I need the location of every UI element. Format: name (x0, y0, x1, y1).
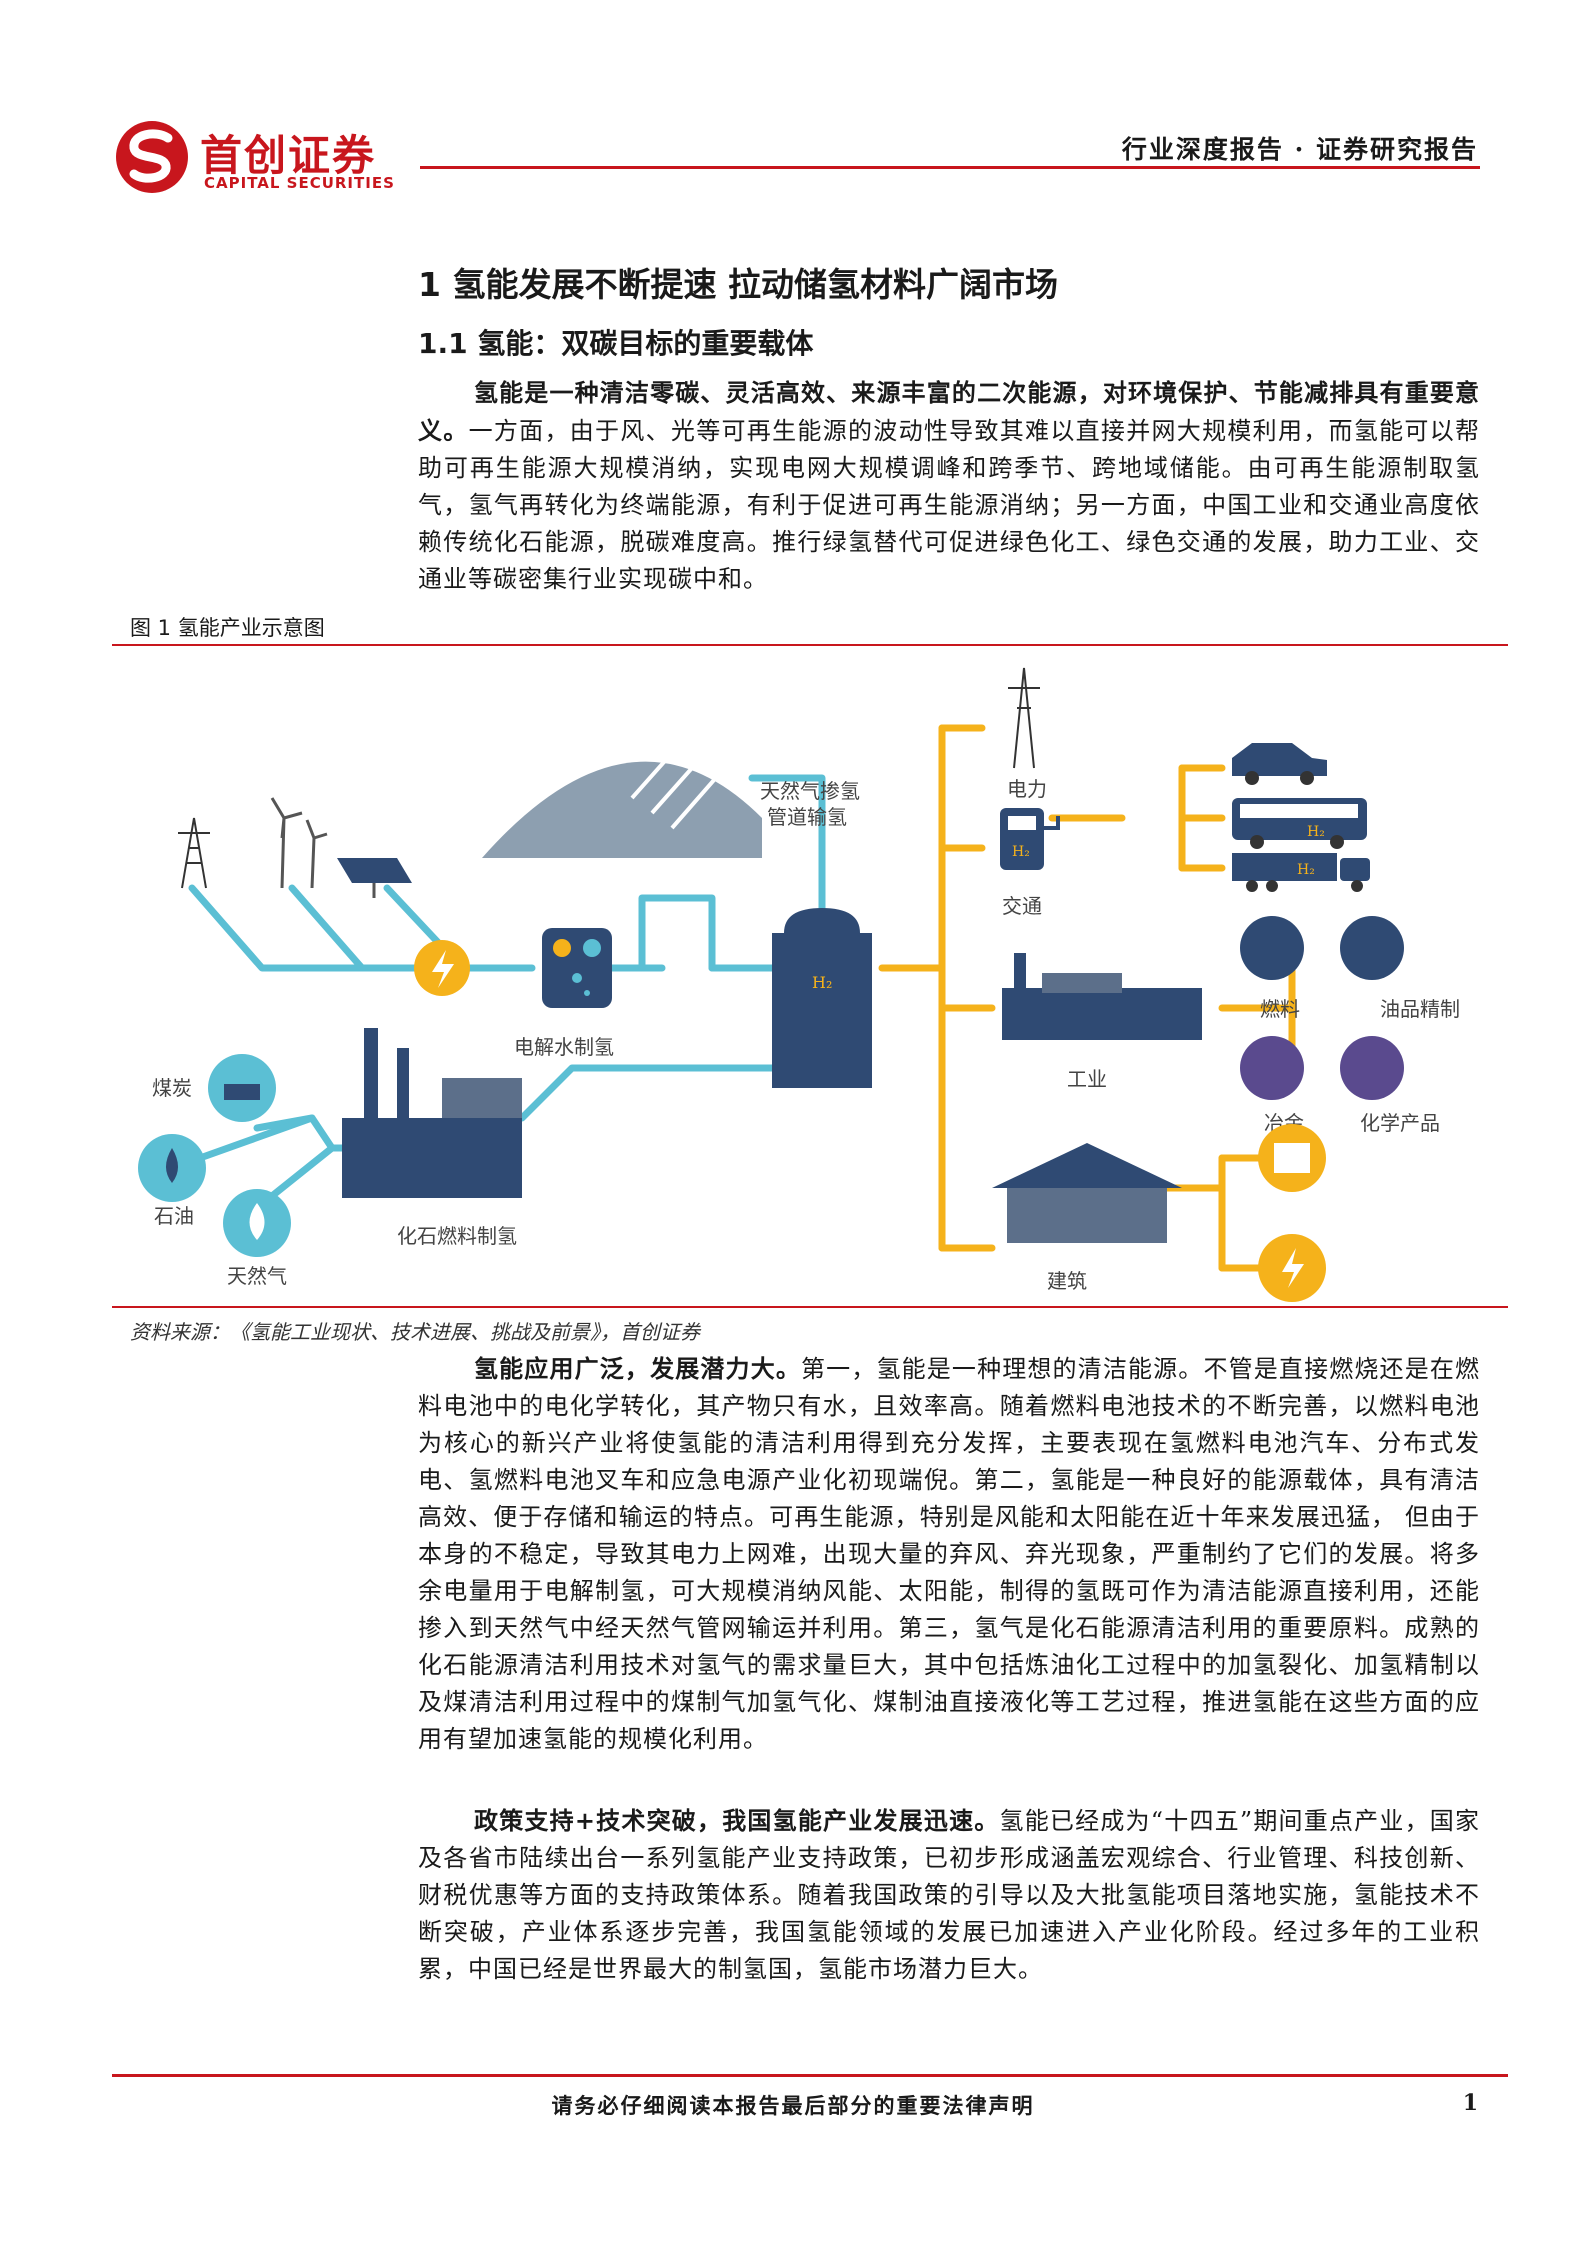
label-coal: 煤炭 (152, 1076, 192, 1100)
figure-top-rule (112, 644, 1508, 646)
label-building: 建筑 (1047, 1269, 1087, 1293)
solar-panel-icon (337, 858, 412, 898)
report-type: 行业深度报告 · 证券研究报告 (1121, 135, 1478, 164)
label-fuel: 燃料 (1260, 997, 1300, 1021)
figure-bottom-rule (112, 1306, 1508, 1308)
fuel-station-icon (1000, 808, 1060, 870)
header-rule (420, 166, 1480, 169)
paragraph-3-body: 氢能已经成为“十四五”期间重点产业，国家及各省市陆续出台一系列氢能产业支持政策，… (418, 1807, 1481, 1983)
tank-h2-label: H₂ (812, 973, 832, 992)
label-oil: 石油 (154, 1204, 194, 1228)
logo-text-en: CAPITAL SECURITIES (204, 174, 395, 192)
power-tower-icon (1008, 667, 1040, 769)
figure-caption: 图 1 氢能产业示意图 (130, 616, 325, 640)
building-icon (992, 1143, 1182, 1243)
gas-pipeline-dome (482, 761, 762, 858)
station-h2-label: H₂ (1012, 844, 1030, 860)
metallurgy-icon (1240, 1036, 1304, 1100)
paragraph-3: 政策支持+技术突破，我国氢能产业发展迅速。氢能已经成为“十四五”期间重点产业，国… (418, 1802, 1480, 1988)
paragraph-2: 氢能应用广泛，发展潜力大。第一，氢能是一种理想的清洁能源。不管是直接燃烧还是在燃… (418, 1350, 1480, 1758)
page-number: 1 (1462, 2090, 1478, 2116)
logo-mark-icon (116, 121, 188, 193)
paragraph-1-lead: 氢能是一种清洁零碳、灵活高效、来源丰富的二次能源，对环境保护、节能减排具有重要意… (418, 378, 1480, 445)
paragraph-1: 氢能是一种清洁零碳、灵活高效、来源丰富的二次能源，对环境保护、节能减排具有重要意… (418, 374, 1480, 598)
fuel-icon (1240, 916, 1304, 980)
label-fossil: 化石燃料制氢 (397, 1224, 517, 1248)
subsection-heading: 1.1 氢能：双碳目标的重要载体 (418, 327, 814, 360)
paragraph-2-body: 第一，氢能是一种理想的清洁能源。不管是直接燃烧还是在燃料电池中的电化学转化，其产… (418, 1355, 1480, 1753)
paragraph-3-lead: 政策支持+技术突破，我国氢能产业发展迅速。 (474, 1806, 1000, 1835)
factory-icon (1002, 953, 1202, 1040)
label-industry: 工业 (1067, 1067, 1107, 1091)
label-pipeline: 天然气掺氢 (760, 779, 860, 803)
truck-icon (1232, 853, 1370, 892)
car-icon (1232, 743, 1327, 785)
paragraph-2-lead: 氢能应用广泛，发展潜力大。 (474, 1354, 801, 1383)
company-logo: 首创证券 CAPITAL SECURITIES (112, 118, 422, 196)
section-heading: 1 氢能发展不断提速 拉动储氢材料广阔市场 (418, 265, 1058, 304)
electrolyzer-icon (542, 928, 612, 1008)
footer-rule (112, 2074, 1508, 2077)
figure-source: 资料来源：《氢能工业现状、技术进展、挑战及前景》，首创证券 (130, 1320, 700, 1344)
label-chemical: 化学产品 (1360, 1111, 1440, 1135)
logo-text-cn: 首创证券 (200, 131, 377, 180)
paragraph-1-body: 一方面，由于风、光等可再生能源的波动性导致其难以直接并网大规模利用，而氢能可以帮… (418, 417, 1481, 593)
oil-refining-icon (1340, 916, 1404, 980)
bus-icon (1232, 798, 1367, 849)
hydrogen-industry-diagram: 电解水制氢 天然气掺氢 管道输氢 H₂ 煤炭 石油 天然气 化石燃料制氢 电力 … (138, 667, 1460, 1302)
fossil-plant-icon (342, 1028, 522, 1198)
transmission-tower-icon (178, 817, 210, 889)
truck-h2-label: H₂ (1297, 862, 1315, 878)
label-refining: 油品精制 (1380, 997, 1460, 1021)
label-pipeline-2: 管道输氢 (767, 805, 847, 829)
label-electrolysis: 电解水制氢 (514, 1035, 614, 1059)
chemical-icon (1340, 1036, 1404, 1100)
bus-h2-label: H₂ (1307, 824, 1325, 840)
label-gas: 天然气 (227, 1264, 287, 1288)
hydrogen-tank (772, 908, 872, 1088)
label-power: 电力 (1007, 777, 1047, 801)
label-transport: 交通 (1002, 894, 1042, 918)
wind-turbine-icon (270, 797, 328, 889)
footer-disclaimer: 请务必仔细阅读本报告最后部分的重要法律声明 (551, 2093, 1035, 2118)
distribution-pipes (878, 724, 1296, 1272)
